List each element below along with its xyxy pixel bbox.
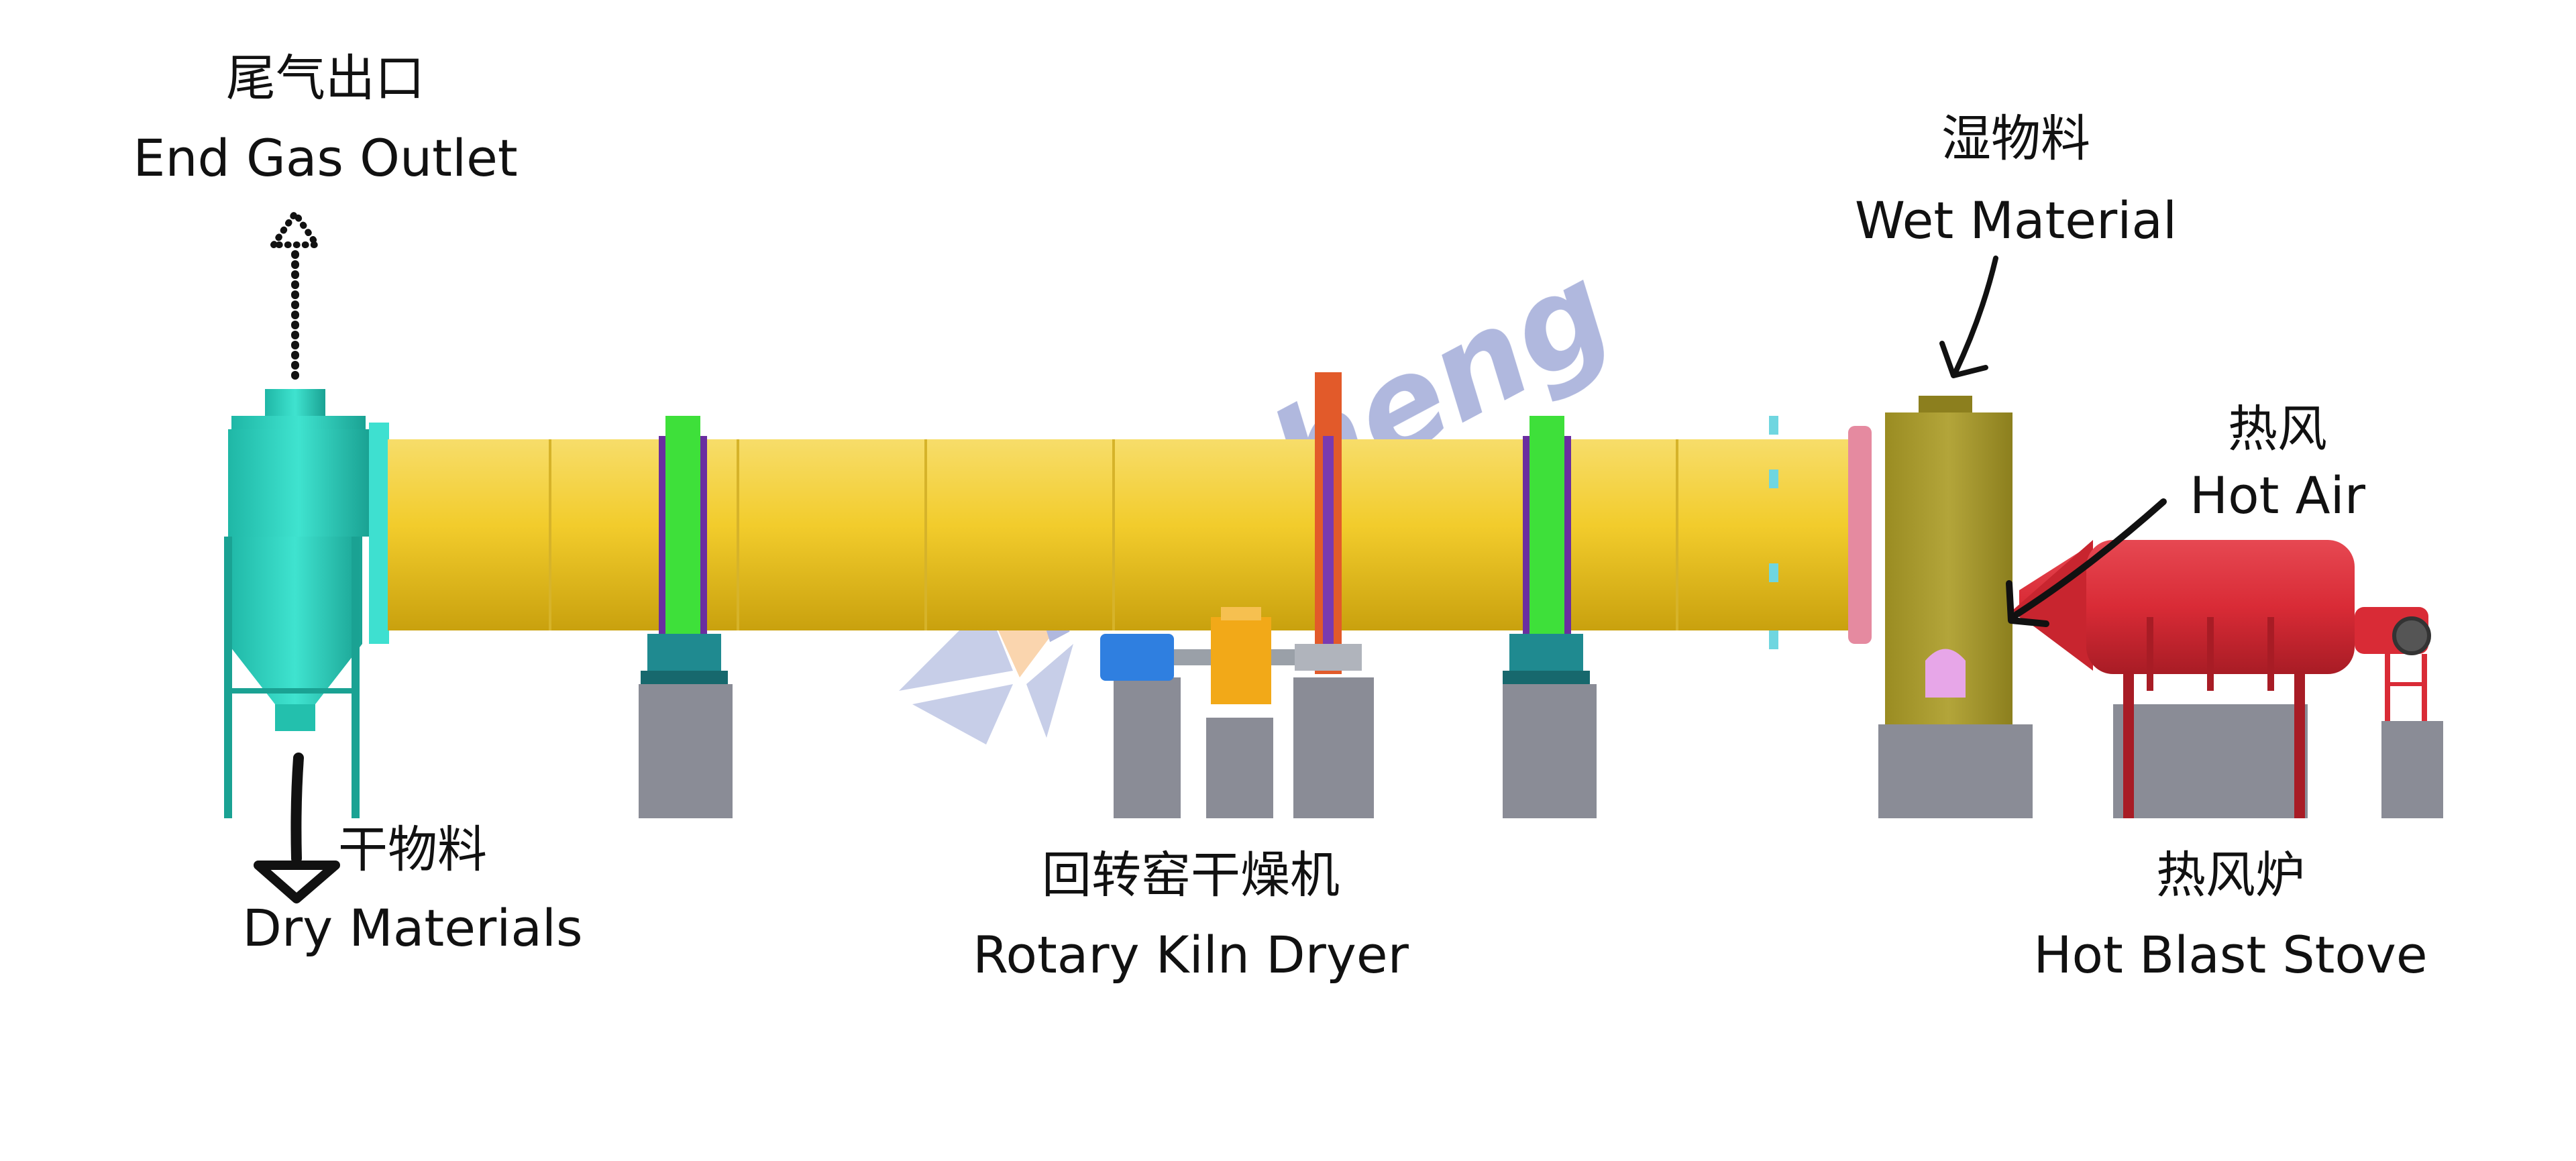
- watermark-logo-shape-4: [1026, 644, 1073, 738]
- hot-air-cn: 热风: [2228, 400, 2327, 458]
- furnace-leg-2: [2294, 671, 2305, 818]
- hot-blast-stove: [2012, 540, 2431, 818]
- pier-3: [1206, 718, 1273, 818]
- label-end-gas-outlet: 尾气出口 End Gas Outlet: [133, 50, 517, 188]
- rotary-drum: [388, 372, 1872, 674]
- dry-material-arrow-line: [290, 753, 304, 864]
- pier-1: [639, 684, 733, 818]
- rotary-kiln-dryer-en: Rotary Kiln Dryer: [973, 925, 1409, 985]
- pinion-bearing: [1295, 644, 1362, 671]
- roller-2: [1509, 634, 1583, 674]
- sensor-2: [1769, 469, 1778, 488]
- hot-air-arrow-line: [2009, 498, 2167, 620]
- motor: [1100, 634, 1174, 681]
- hot-blast-stove-cn: 热风炉: [2156, 846, 2305, 904]
- flow-arrows: [254, 207, 2167, 903]
- dry-materials-en: Dry Materials: [242, 898, 582, 958]
- cyclone-cone: [228, 644, 362, 704]
- pier-2: [1114, 677, 1181, 818]
- sensor-1: [1769, 416, 1778, 435]
- hot-air-arrow-head: [2006, 580, 2049, 627]
- inspection-door: [1925, 649, 1966, 698]
- furnace-body: [2086, 540, 2355, 674]
- cyclone-discharge: [275, 704, 315, 731]
- burner-stand-right: [2422, 654, 2427, 721]
- pier-8: [2381, 721, 2443, 818]
- girth-gear-core: [1323, 436, 1334, 651]
- supporting-rollers: [641, 634, 1590, 684]
- hot-blast-stove-en: Hot Blast Stove: [2033, 925, 2427, 985]
- tyre-ring-2: [1529, 416, 1564, 654]
- cyclone-body: [228, 429, 369, 537]
- furnace-band-1: [2147, 617, 2153, 691]
- cyclone-separator: [224, 389, 389, 818]
- sensor-4: [1769, 630, 1778, 649]
- pier-7: [2113, 704, 2308, 818]
- furnace-leg-1: [2123, 671, 2134, 818]
- watermark-logo-shape-3: [912, 684, 1013, 744]
- end-gas-outlet-cn: 尾气出口: [226, 50, 425, 107]
- cyclone-section: [228, 537, 362, 644]
- reducer: [1211, 617, 1271, 704]
- furnace-band-3: [2267, 617, 2274, 691]
- drum-shell: [388, 439, 1864, 630]
- tyre-ring-1-edge: [659, 436, 665, 637]
- rotary-kiln-dryer-cn: 回转窑干燥机: [1042, 846, 1340, 904]
- wet-material-arrow-head: [1939, 341, 1988, 378]
- hot-air-en: Hot Air: [2190, 465, 2366, 525]
- reducer-top: [1221, 607, 1261, 620]
- roller-1: [647, 634, 721, 674]
- end-gas-arrow-head: [267, 207, 323, 248]
- dry-materials-cn: 干物料: [338, 821, 487, 879]
- tyre-ring-1: [665, 416, 700, 654]
- tyre-ring-2-edge2: [1564, 436, 1571, 637]
- label-hot-air: 热风 Hot Air: [2190, 400, 2366, 525]
- wet-material-cn: 湿物料: [1941, 110, 2090, 168]
- pier-4: [1293, 677, 1374, 818]
- roller-2-base: [1503, 671, 1590, 684]
- label-rotary-kiln-dryer: 回转窑干燥机 Rotary Kiln Dryer: [973, 846, 1409, 985]
- support-piers: [639, 677, 2443, 818]
- furnace-band-2: [2207, 617, 2214, 691]
- wet-material-en: Wet Material: [1855, 190, 2177, 250]
- burner-stand-left: [2385, 654, 2390, 721]
- burner-fan: [2392, 616, 2431, 655]
- coupling: [1174, 649, 1214, 665]
- roller-1-base: [641, 671, 728, 684]
- dry-material-arrow-head: [254, 861, 340, 903]
- pier-5: [1503, 684, 1597, 818]
- label-wet-material: 湿物料 Wet Material: [1855, 110, 2177, 250]
- feed-box: [1885, 396, 2012, 724]
- label-hot-blast-stove: 热风炉 Hot Blast Stove: [2033, 846, 2427, 985]
- wet-material-arrow-line: [1953, 256, 1998, 375]
- tyre-ring-2-edge: [1523, 436, 1529, 637]
- sensor-3: [1769, 563, 1778, 582]
- seal-ring: [1848, 426, 1872, 644]
- drive-unit: [1100, 607, 1362, 704]
- pier-6: [1878, 724, 2033, 818]
- label-dry-materials: 干物料 Dry Materials: [242, 821, 582, 958]
- tyre-ring-1-edge2: [700, 436, 707, 637]
- end-gas-outlet-en: End Gas Outlet: [133, 128, 517, 188]
- cyclone-flange: [369, 423, 389, 644]
